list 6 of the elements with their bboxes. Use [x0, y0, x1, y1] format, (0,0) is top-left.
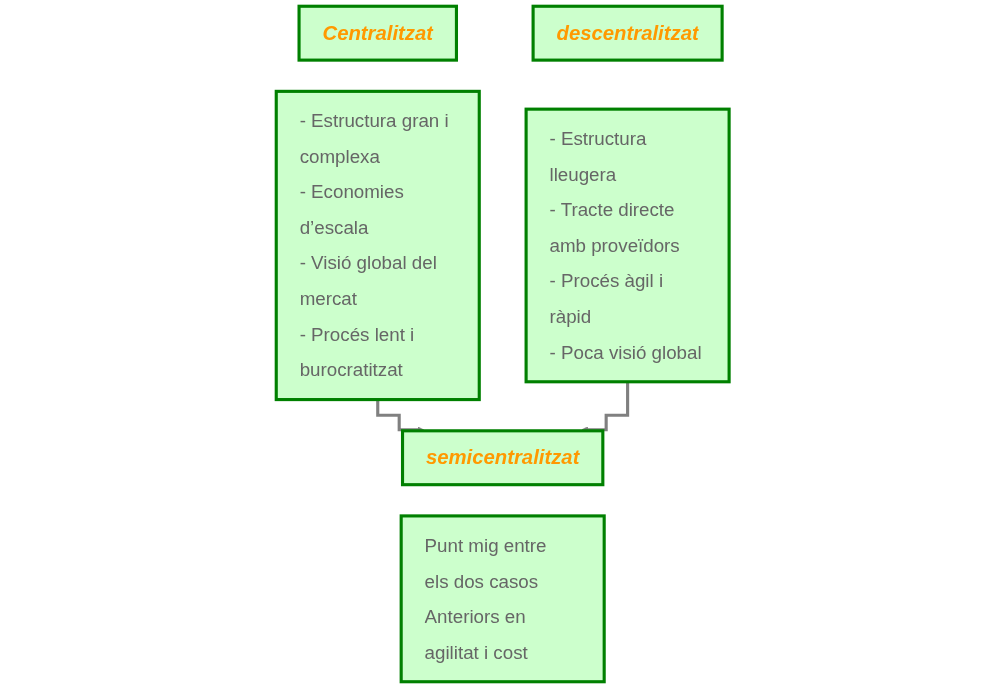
node-box: Punt mig entre els dos casos Anteriors en agilitat i cost [399, 514, 607, 684]
node-box: - Estructura gran i complexa - Economies d’escala - Visió global del mercat - Procés lent i burocratitzat [275, 89, 482, 402]
node-box: semicentralitzat [401, 429, 605, 487]
node-box: descentralitzat [531, 4, 724, 62]
node-box: Centralitzat [297, 4, 459, 62]
node-box: - Estructura lleugera - Tracte directe amb proveïdors - Procés àgil i ràpid - Poca visió global [524, 107, 731, 384]
